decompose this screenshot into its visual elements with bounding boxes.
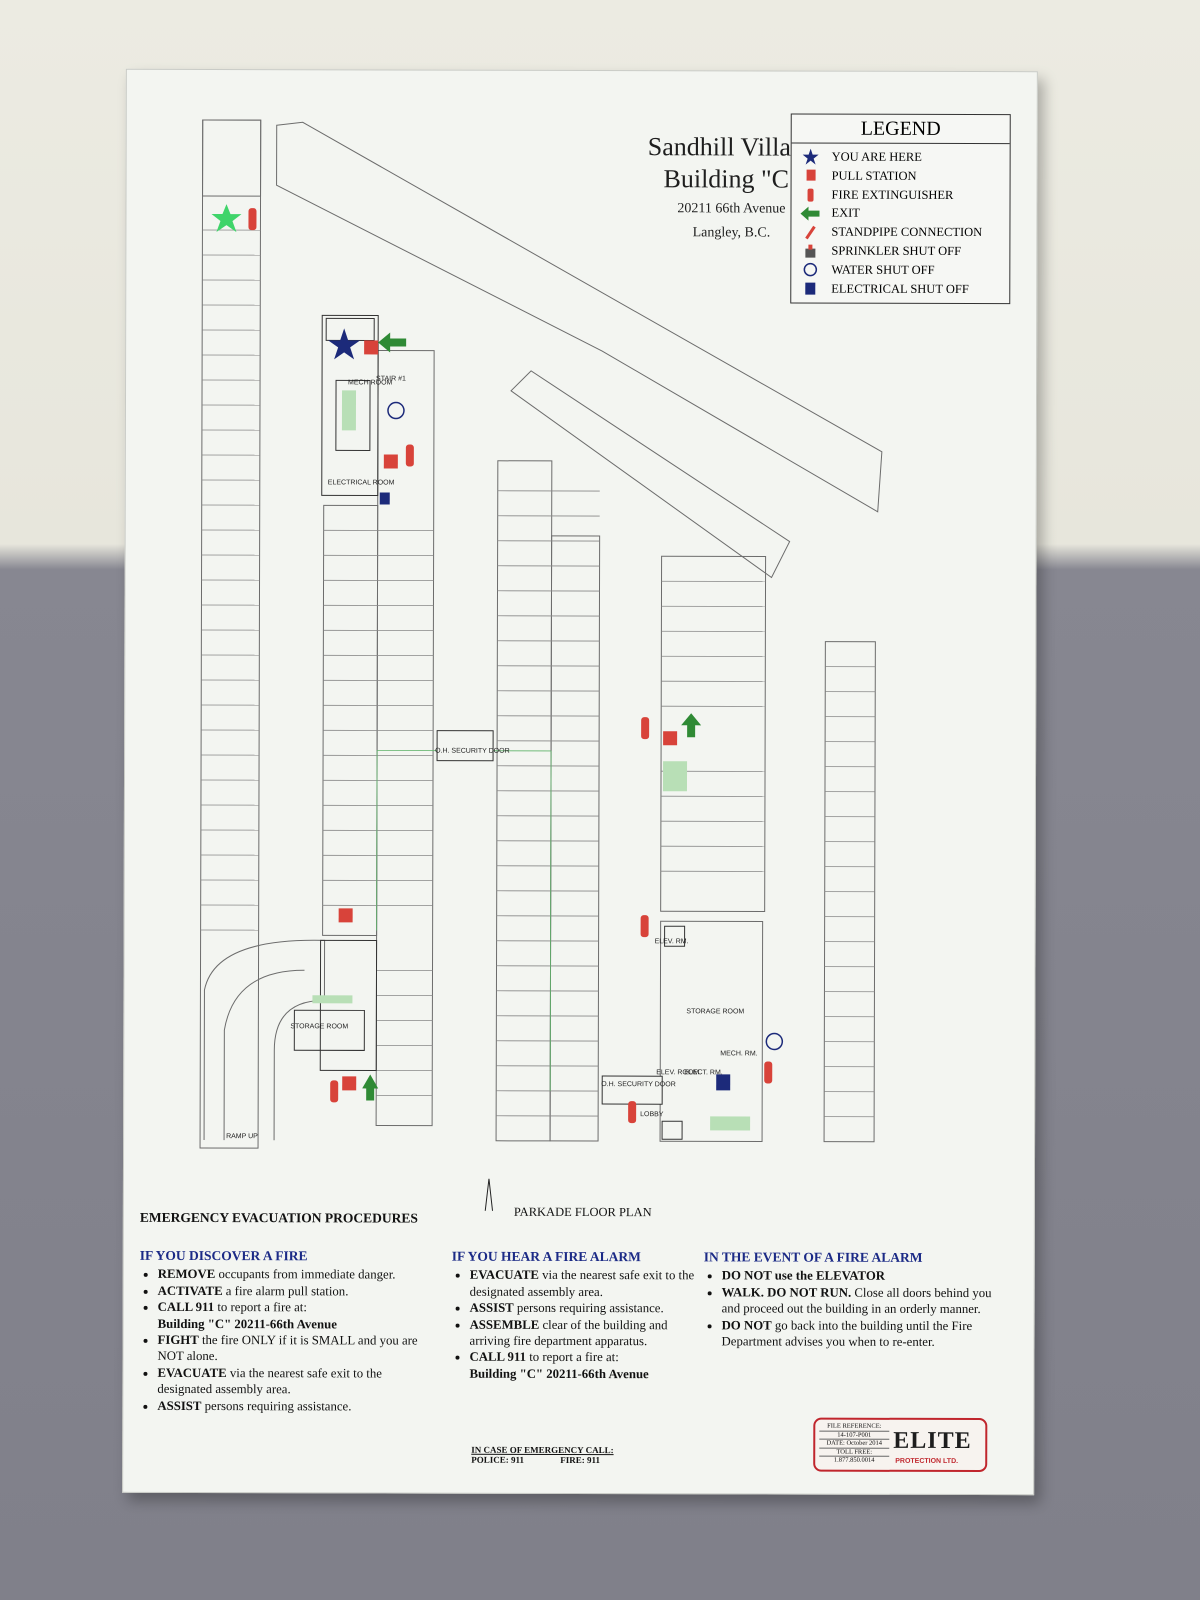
stair-label: STAIR #1	[376, 375, 406, 382]
mech-rm-label: MECH. RM.	[720, 1050, 757, 1057]
list-item: REMOVE occupants from immediate danger.	[158, 1266, 440, 1283]
electrical-shutoff-icon	[799, 281, 821, 297]
toll-number: 1.877.850.0014	[833, 1457, 875, 1465]
event-heading: IN THE EVENT OF A FIRE ALARM	[703, 1249, 923, 1265]
legend-label: STANDPIPE CONNECTION	[831, 224, 983, 240]
file-reference-badge: FILE REFERENCE: 14-107-P001 DATE: Octobe…	[813, 1417, 988, 1473]
plan-caption: PARKADE FLOOR PLAN	[513, 1204, 652, 1220]
file-ref-label: FILE REFERENCE:	[819, 1422, 890, 1432]
fire-extinguisher-icon	[640, 915, 649, 938]
electrical-shutoff-icon	[379, 492, 390, 505]
elite-logo-subtitle: PROTECTION LTD.	[895, 1457, 959, 1465]
star-icon	[328, 328, 361, 360]
list-item: DO NOT go back into the building until t…	[722, 1317, 994, 1351]
list-item: DO NOT use the ELEVATOR	[722, 1268, 994, 1285]
legend-item: SPRINKLER SHUT OFF	[799, 242, 1009, 261]
mech-room-label: MECH ROOM	[348, 379, 393, 386]
water-shutoff-icon	[387, 401, 405, 420]
legend-item: ELECTRICAL SHUT OFF	[799, 279, 1009, 298]
pull-station-icon	[338, 908, 353, 923]
evacuation-plan-board: STAIR #1 MECH ROOM ELECTRICAL ROOM O.H. …	[122, 68, 1038, 1496]
legend-label: YOU ARE HERE	[831, 149, 922, 164]
discover-fire-column: IF YOU DISCOVER A FIRE REMOVE occupants …	[139, 1248, 439, 1415]
storage-room-label-2: STORAGE ROOM	[290, 1023, 348, 1030]
storage-room-label: STORAGE ROOM	[686, 1008, 744, 1015]
exit-arrow-icon	[362, 1074, 379, 1101]
legend-label: FIRE EXTINGUISHER	[831, 187, 954, 202]
file-ref-value: 14-107-P001	[819, 1431, 890, 1440]
fire-number: FIRE: 911	[560, 1454, 601, 1466]
elev-room-label: ELEV. ROOM	[656, 1069, 699, 1076]
exit-arrow-icon	[799, 205, 821, 221]
north-arrow-icon	[483, 1178, 495, 1213]
sprinkler-icon	[799, 243, 821, 259]
police-number: POLICE: 911	[471, 1454, 525, 1465]
hear-heading: IF YOU HEAR A FIRE ALARM	[451, 1248, 641, 1265]
list-item: ASSEMBLE clear of the building and arriv…	[470, 1316, 710, 1349]
fire-extinguisher-icon	[641, 717, 650, 740]
standpipe-icon	[799, 224, 821, 240]
legend-label: PULL STATION	[831, 168, 917, 183]
list-item: CALL 911 to report a fire at:Building "C…	[469, 1349, 709, 1382]
event-alarm-column: IN THE EVENT OF A FIRE ALARM DO NOT use …	[704, 1249, 994, 1350]
pull-station-icon	[342, 1076, 357, 1091]
hear-alarm-column: IF YOU HEAR A FIRE ALARM EVACUATE via th…	[451, 1249, 709, 1383]
legend-item: STANDPIPE CONNECTION	[799, 223, 1009, 242]
legend-label: ELECTRICAL SHUT OFF	[831, 281, 969, 296]
emergency-call-block: IN CASE OF EMERGENCY CALL: POLICE: 911 F…	[471, 1445, 613, 1465]
procedures-heading: EMERGENCY EVACUATION PROCEDURES	[139, 1209, 418, 1226]
star-icon	[211, 204, 242, 233]
emergency-call-heading: IN CASE OF EMERGENCY CALL:	[471, 1444, 614, 1456]
file-reference-info: FILE REFERENCE: 14-107-P001 DATE: Octobe…	[819, 1422, 890, 1465]
water-shutoff-icon	[765, 1032, 784, 1051]
fire-extinguisher-icon	[330, 1080, 339, 1103]
list-item: ACTIVATE a fire alarm pull station.	[158, 1283, 440, 1300]
lobby-label: LOBBY	[640, 1111, 664, 1118]
exit-arrow-icon	[681, 713, 702, 738]
elite-logo: ELITE	[893, 1427, 972, 1455]
pull-station-icon	[383, 454, 398, 469]
fire-extinguisher-icon	[764, 1061, 773, 1084]
pull-station-icon	[663, 731, 678, 746]
electrical-room-label: ELECTRICAL ROOM	[328, 479, 395, 486]
star-icon	[800, 148, 822, 166]
fire-extinguisher-icon	[248, 208, 257, 231]
legend-item: YOU ARE HERE	[800, 148, 1010, 167]
legend-item: PULL STATION	[800, 166, 1010, 185]
list-item: FIGHT the fire ONLY if it is SMALL and y…	[157, 1332, 439, 1366]
elev-rm-label: ELEV. RM.	[655, 938, 689, 945]
list-item: ASSIST persons requiring assistance.	[157, 1398, 439, 1415]
pull-station-icon	[364, 340, 379, 355]
exit-arrow-icon	[378, 332, 407, 353]
legend-label: EXIT	[831, 206, 860, 221]
legend-item: EXIT	[799, 204, 1009, 223]
ramp-label: RAMP UP	[226, 1133, 258, 1140]
legend-heading: LEGEND	[791, 114, 1010, 145]
parkade-floor-plan: STAIR #1 MECH ROOM ELECTRICAL ROOM O.H. …	[199, 119, 883, 1213]
list-item: EVACUATE via the nearest safe exit to th…	[157, 1365, 439, 1399]
discover-heading: IF YOU DISCOVER A FIRE	[139, 1247, 308, 1264]
security-door-1	[436, 730, 494, 762]
toll-label: TOLL FREE:	[819, 1448, 890, 1458]
legend-box: LEGEND YOU ARE HERE PULL STATION FIRE EX…	[790, 113, 1011, 305]
fire-extinguisher-icon	[405, 444, 414, 467]
water-shutoff-icon	[799, 262, 821, 278]
fire-extinguisher-icon	[800, 187, 822, 203]
security-door-label-1: O.H. SECURITY DOOR	[435, 748, 510, 755]
legend-item: WATER SHUT OFF	[799, 260, 1009, 279]
file-date: DATE: October 2014	[819, 1439, 890, 1449]
fire-extinguisher-icon	[628, 1101, 637, 1124]
list-item: CALL 911 to report a fire at:Building "C…	[158, 1299, 440, 1333]
electrical-shutoff-icon	[716, 1074, 731, 1091]
pull-station-icon	[800, 168, 822, 184]
security-door-label-2: O.H. SECURITY DOOR	[601, 1081, 676, 1088]
legend-item: FIRE EXTINGUISHER	[800, 185, 1010, 204]
legend-label: WATER SHUT OFF	[831, 262, 935, 277]
list-item: EVACUATE via the nearest safe exit to th…	[470, 1267, 710, 1300]
list-item: WALK. DO NOT RUN. Close all doors behind…	[722, 1284, 994, 1318]
legend-label: SPRINKLER SHUT OFF	[831, 243, 962, 258]
list-item: ASSIST persons requiring assistance.	[470, 1300, 710, 1317]
elect-rm-label: ELECT. RM.	[684, 1069, 723, 1076]
